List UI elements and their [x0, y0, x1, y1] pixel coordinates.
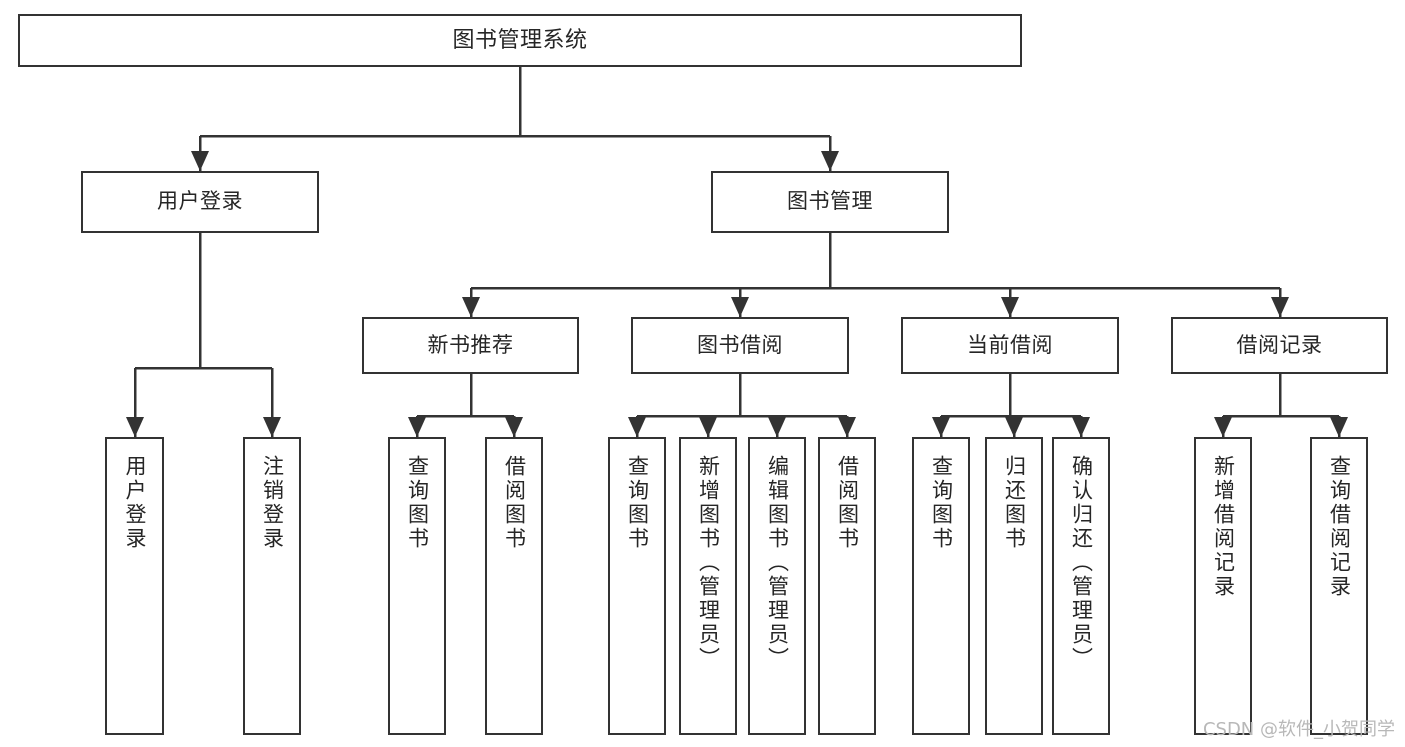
node-label: 新增借阅记录: [1211, 455, 1236, 599]
node-label: 借阅图书: [835, 455, 860, 551]
node-label: 用户登录: [123, 455, 147, 551]
watermark-label: CSDN @软件_小贺同学: [1202, 719, 1395, 740]
node-label: 用户登录: [157, 189, 243, 214]
node-label: 图书管理系统: [452, 27, 588, 53]
node-current-borrow[interactable]: 当前借阅: [901, 317, 1119, 374]
node-label: 查询图书: [929, 455, 954, 551]
node-leaf-edit-book[interactable]: 编辑图书（管理员）: [748, 437, 806, 735]
arrowhead-icon: [126, 417, 144, 437]
node-borrow-record[interactable]: 借阅记录: [1171, 317, 1388, 374]
node-label: 查询图书: [405, 455, 430, 551]
arrowhead-icon: [1214, 417, 1232, 437]
node-leaf-confirm-return[interactable]: 确认归还（管理员）: [1052, 437, 1110, 735]
node-leaf-add-record[interactable]: 新增借阅记录: [1194, 437, 1252, 735]
arrowhead-icon: [1072, 417, 1090, 437]
node-label: 查询借阅记录: [1327, 455, 1352, 599]
arrowhead-icon: [505, 417, 523, 437]
arrowhead-icon: [263, 417, 281, 437]
node-label: 编辑图书（管理员）: [765, 455, 790, 671]
node-leaf-query-record[interactable]: 查询借阅记录: [1310, 437, 1368, 735]
node-leaf-user-login[interactable]: 用户登录: [105, 437, 164, 735]
node-label: 查询图书: [625, 455, 650, 551]
node-leaf-borrow-book-2[interactable]: 借阅图书: [818, 437, 876, 735]
node-leaf-query-book-2[interactable]: 查询图书: [608, 437, 666, 735]
arrowhead-icon: [699, 417, 717, 437]
arrowhead-icon: [628, 417, 646, 437]
node-new-book-recommend[interactable]: 新书推荐: [362, 317, 579, 374]
arrowhead-icon: [1271, 297, 1289, 317]
node-book-manage[interactable]: 图书管理: [711, 171, 949, 233]
arrowhead-icon: [768, 417, 786, 437]
arrowhead-icon: [1001, 297, 1019, 317]
node-book-borrow[interactable]: 图书借阅: [631, 317, 849, 374]
node-leaf-logout[interactable]: 注销登录: [243, 437, 301, 735]
arrowhead-icon: [462, 297, 480, 317]
node-leaf-borrow-book-1[interactable]: 借阅图书: [485, 437, 543, 735]
node-label: 借阅记录: [1236, 332, 1323, 357]
node-label: 注销登录: [260, 455, 285, 551]
node-leaf-query-book-1[interactable]: 查询图书: [388, 437, 446, 735]
node-user-login[interactable]: 用户登录: [81, 171, 319, 233]
node-label: 新书推荐: [427, 332, 514, 357]
node-root[interactable]: 图书管理系统: [18, 14, 1022, 67]
node-label: 图书借阅: [697, 332, 783, 357]
arrowhead-icon: [821, 151, 839, 171]
arrowhead-icon: [1005, 417, 1023, 437]
node-label: 图书管理: [787, 189, 873, 214]
arrowhead-icon: [731, 297, 749, 317]
node-leaf-query-book-3[interactable]: 查询图书: [912, 437, 970, 735]
arrowhead-icon: [932, 417, 950, 437]
node-label: 归还图书: [1002, 455, 1027, 551]
node-label: 当前借阅: [967, 332, 1053, 357]
node-label: 新增图书（管理员）: [696, 455, 721, 671]
node-label: 确认归还（管理员）: [1069, 455, 1094, 671]
arrowhead-icon: [191, 151, 209, 171]
node-leaf-return-book[interactable]: 归还图书: [985, 437, 1043, 735]
node-leaf-add-book[interactable]: 新增图书（管理员）: [679, 437, 737, 735]
arrowhead-icon: [1330, 417, 1348, 437]
node-label: 借阅图书: [502, 455, 527, 551]
arrowhead-icon: [838, 417, 856, 437]
arrowhead-icon: [408, 417, 426, 437]
